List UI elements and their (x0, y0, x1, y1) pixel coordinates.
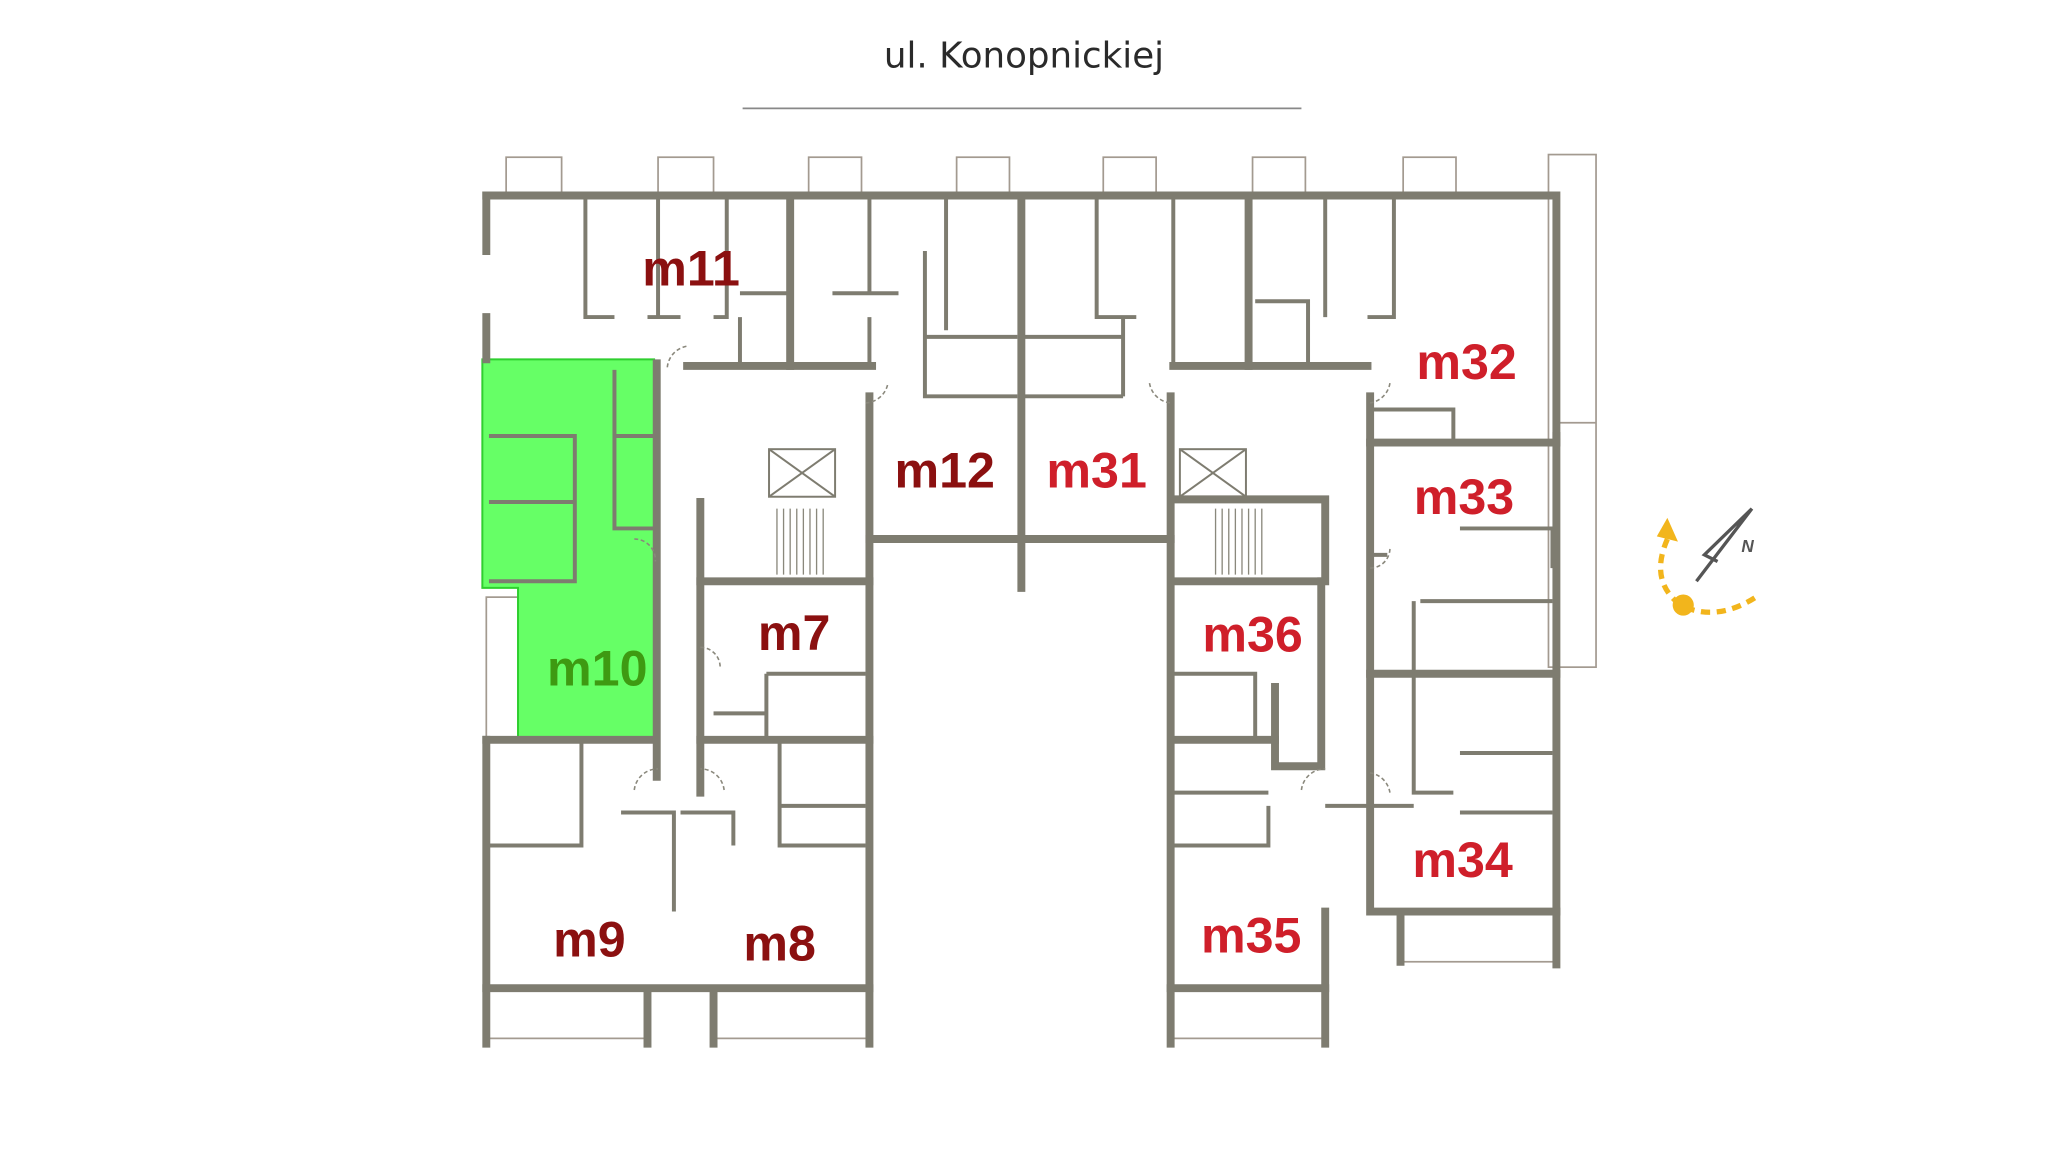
unit-label-m32[interactable]: m32 (1416, 334, 1516, 390)
compass-icon: N (1656, 507, 1762, 616)
stairs (776, 508, 1263, 575)
street-name: ul. Konopnickiej (884, 35, 1164, 76)
unit-label-m8[interactable]: m8 (743, 915, 816, 971)
elevator-left (768, 448, 837, 498)
unit-label-m34[interactable]: m34 (1412, 832, 1513, 888)
unit-label-m12[interactable]: m12 (895, 442, 995, 498)
doors (633, 345, 1391, 793)
unit-label-m36[interactable]: m36 (1202, 606, 1302, 662)
unit-label-m9[interactable]: m9 (553, 911, 626, 967)
walls (482, 191, 1561, 1048)
unit-label-m10[interactable]: m10 (547, 641, 647, 697)
unit-label-m11[interactable]: m11 (642, 240, 740, 296)
unit-label-m31[interactable]: m31 (1046, 442, 1146, 498)
unit-label-m33[interactable]: m33 (1414, 469, 1514, 525)
partitions (488, 195, 1555, 912)
compass-north-label: N (1741, 536, 1754, 556)
unit-label-m35[interactable]: m35 (1201, 908, 1301, 964)
elevator-right (1178, 448, 1247, 498)
unit-label-m7[interactable]: m7 (758, 605, 831, 661)
